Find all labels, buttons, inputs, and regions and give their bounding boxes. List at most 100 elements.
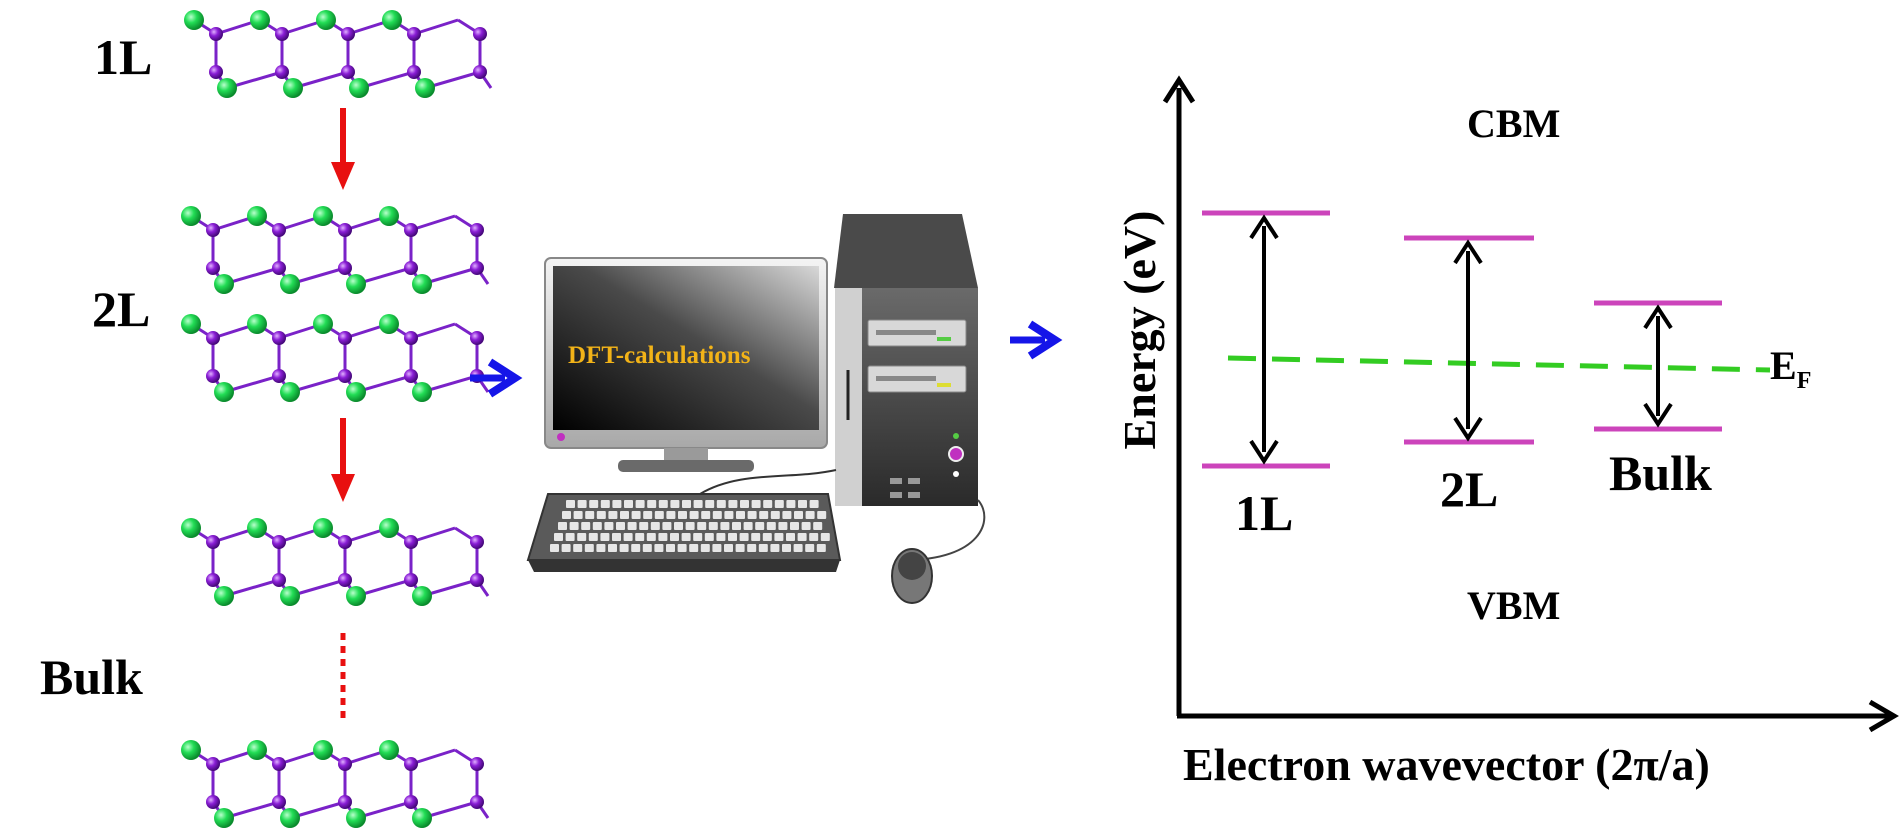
purple-atom [338, 535, 352, 549]
green-atom [214, 382, 234, 402]
green-atom [346, 274, 366, 294]
purple-atom [338, 795, 352, 809]
monitor-base [618, 460, 754, 472]
green-atom [181, 518, 201, 538]
purple-atom [404, 573, 418, 587]
green-atom [247, 314, 267, 334]
purple-atom [473, 27, 487, 41]
green-atom [217, 78, 237, 98]
screen-text: DFT-calculations [568, 342, 751, 369]
purple-atom [338, 369, 352, 383]
green-atom [412, 382, 432, 402]
label-1l: 1L [94, 29, 153, 85]
down-arrow-1 [331, 108, 355, 190]
atomic-layer [181, 518, 490, 606]
purple-atom [272, 795, 286, 809]
green-atom [316, 10, 336, 30]
green-atom [382, 10, 402, 30]
purple-atom [407, 65, 421, 79]
green-atom [247, 206, 267, 226]
green-atom [412, 808, 432, 828]
green-atom [280, 808, 300, 828]
cbm-label: CBM [1467, 101, 1561, 146]
purple-atom [404, 369, 418, 383]
purple-atom [272, 573, 286, 587]
power-led [557, 433, 565, 441]
green-atom [379, 314, 399, 334]
purple-atom [473, 65, 487, 79]
purple-atom [338, 573, 352, 587]
purple-atom [206, 369, 220, 383]
tower-power-button [948, 446, 964, 462]
tower-side [835, 288, 865, 506]
fermi-label-main: E [1770, 343, 1797, 388]
green-atom [412, 274, 432, 294]
purple-atom [404, 757, 418, 771]
purple-atom [341, 27, 355, 41]
flow-arrow-1 [470, 358, 523, 398]
purple-atom [209, 27, 223, 41]
green-atom [415, 78, 435, 98]
layer-structures [181, 10, 493, 828]
purple-atom [206, 757, 220, 771]
purple-atom [206, 795, 220, 809]
green-atom [247, 518, 267, 538]
vbm-label: VBM [1467, 583, 1561, 628]
computer-illustration: DFT-calculations [526, 214, 986, 604]
purple-atom [470, 331, 484, 345]
keyboard-keys [550, 500, 830, 552]
purple-atom [470, 223, 484, 237]
purple-atom [404, 331, 418, 345]
atomic-layer [184, 10, 493, 98]
purple-atom [206, 223, 220, 237]
flow-arrow-2 [1010, 320, 1063, 360]
band-label-1l: 1L [1235, 485, 1294, 541]
green-atom [346, 808, 366, 828]
purple-atom [272, 757, 286, 771]
fermi-label-subscript: F [1796, 368, 1812, 394]
tower-top [834, 214, 978, 288]
purple-atom [470, 795, 484, 809]
purple-atom [338, 223, 352, 237]
purple-atom [272, 261, 286, 275]
purple-atom [206, 261, 220, 275]
atomic-layer [181, 206, 490, 294]
purple-atom [470, 535, 484, 549]
y-axis-label: Energy (eV) [1114, 211, 1165, 450]
green-atom [184, 10, 204, 30]
purple-atom [470, 573, 484, 587]
monitor-screen [553, 266, 819, 430]
label-bulk: Bulk [40, 649, 143, 705]
green-atom [214, 586, 234, 606]
band-label-2l: 2L [1440, 461, 1499, 517]
green-atom [379, 518, 399, 538]
purple-atom [338, 757, 352, 771]
label-2l: 2L [92, 281, 151, 337]
fermi-label: EF [1770, 342, 1811, 395]
energy-diagram: Energy (eV) [1114, 75, 1899, 733]
purple-atom [404, 261, 418, 275]
green-atom [313, 518, 333, 538]
purple-atom [341, 65, 355, 79]
fermi-level-line [1227, 355, 1771, 373]
green-atom [379, 206, 399, 226]
band-label-bulk: Bulk [1609, 445, 1712, 501]
atomic-layer [181, 740, 490, 828]
green-atom [379, 740, 399, 760]
purple-atom [470, 757, 484, 771]
green-atom [181, 206, 201, 226]
purple-atom [209, 65, 223, 79]
green-atom [313, 740, 333, 760]
green-atom [313, 314, 333, 334]
purple-atom [338, 331, 352, 345]
purple-atom [272, 331, 286, 345]
purple-atom [206, 535, 220, 549]
purple-atom [338, 261, 352, 275]
purple-atom [206, 573, 220, 587]
purple-atom [404, 535, 418, 549]
down-arrow-2 [331, 418, 355, 502]
purple-atom [404, 223, 418, 237]
green-atom [247, 740, 267, 760]
purple-atom [272, 535, 286, 549]
